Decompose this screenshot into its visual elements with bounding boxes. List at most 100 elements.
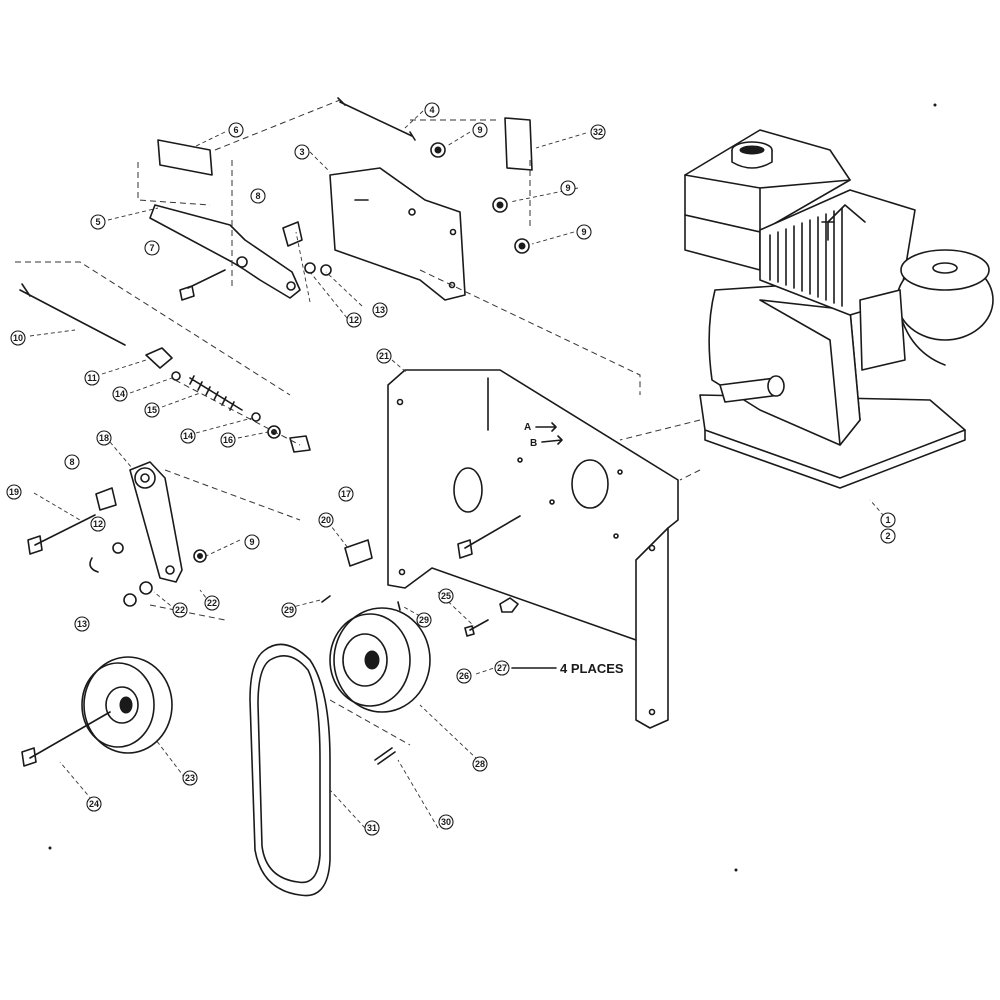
svg-text:25: 25 [441, 591, 451, 601]
callout-26: 26 [456, 668, 472, 684]
callout-32: 32 [590, 124, 606, 140]
svg-text:13: 13 [375, 305, 385, 315]
svg-text:4: 4 [429, 105, 434, 115]
key-30 [374, 747, 396, 765]
pin-4 [337, 97, 416, 141]
svg-text:21: 21 [379, 351, 389, 361]
callout-6: 6 [228, 122, 244, 138]
belt-31 [249, 643, 331, 897]
callout-4: 4 [424, 102, 440, 118]
callout-12-b: 12 [90, 516, 106, 532]
callout-22-a: 22 [172, 602, 188, 618]
spring-15 [189, 375, 243, 411]
svg-text:19: 19 [9, 487, 19, 497]
bolt-19 [27, 514, 96, 555]
bolt-lever [179, 269, 226, 301]
washer-12-b [112, 542, 124, 554]
svg-text:9: 9 [565, 183, 570, 193]
svg-text:7: 7 [149, 243, 154, 253]
callout-9-a: 9 [472, 122, 488, 138]
bracket-3 [329, 167, 466, 301]
svg-text:31: 31 [367, 823, 377, 833]
svg-text:2: 2 [885, 531, 890, 541]
arrow-b [541, 435, 563, 445]
nut-9-a [430, 142, 446, 158]
pulley-28 [329, 607, 431, 713]
pulley-23 [81, 656, 173, 754]
callout-5: 5 [90, 214, 106, 230]
callout-29-b: 29 [416, 612, 432, 628]
svg-text:8: 8 [69, 457, 74, 467]
svg-text:23: 23 [185, 773, 195, 783]
callout-29-a: 29 [281, 602, 297, 618]
callout-25: 25 [438, 588, 454, 604]
svg-text:9: 9 [477, 125, 482, 135]
callout-20: 20 [318, 512, 334, 528]
callout-21: 21 [376, 348, 392, 364]
svg-text:17: 17 [341, 489, 351, 499]
svg-text:28: 28 [475, 759, 485, 769]
nut-26 [499, 597, 519, 613]
svg-text:13: 13 [77, 619, 87, 629]
svg-text:1: 1 [885, 515, 890, 525]
bolt-24 [21, 711, 111, 767]
svg-text:5: 5 [95, 217, 100, 227]
svg-text:29: 29 [419, 615, 429, 625]
bolt-25 [464, 619, 489, 637]
lever-7 [149, 204, 301, 299]
nut-9-c [514, 238, 530, 254]
callout-28: 28 [472, 756, 488, 772]
callout-22-b: 22 [204, 595, 220, 611]
callout-14-b: 14 [180, 428, 196, 444]
svg-text:11: 11 [87, 373, 97, 383]
svg-text:15: 15 [147, 405, 157, 415]
callout-27: 27 [494, 660, 510, 676]
callout-11: 11 [84, 370, 100, 386]
places-annotation: 4 PLACES [560, 661, 624, 676]
callout-18: 18 [96, 430, 112, 446]
washer-13 [320, 264, 332, 276]
callout-15: 15 [144, 402, 160, 418]
label-a: A [524, 422, 531, 433]
callout-12-a: 12 [346, 312, 362, 328]
callout-9-c: 9 [576, 224, 592, 240]
svg-text:26: 26 [459, 671, 469, 681]
svg-text:9: 9 [581, 227, 586, 237]
callout-16: 16 [220, 432, 236, 448]
speck [933, 103, 937, 107]
callout-19: 19 [6, 484, 22, 500]
callout-9-d: 9 [244, 534, 260, 550]
label-b: B [530, 438, 537, 449]
callout-24: 24 [86, 796, 102, 812]
washer-12 [304, 262, 316, 274]
speck [734, 868, 738, 872]
bushing-17 [289, 435, 311, 453]
svg-text:20: 20 [321, 515, 331, 525]
svg-text:32: 32 [593, 127, 603, 137]
callout-13-a: 13 [372, 302, 388, 318]
idler-arm-18 [129, 461, 183, 583]
callout-8-b: 8 [64, 454, 80, 470]
spacer-8-b [95, 487, 117, 511]
callout-2: 2 [880, 528, 896, 544]
svg-text:12: 12 [93, 519, 103, 529]
svg-text:22: 22 [175, 605, 185, 615]
svg-text:14: 14 [115, 389, 125, 399]
knob-11 [145, 347, 173, 369]
clip-29 [321, 595, 331, 603]
spacer-8 [282, 221, 303, 247]
svg-text:24: 24 [89, 799, 99, 809]
callout-9-b: 9 [560, 180, 576, 196]
washer-14-b [251, 412, 261, 422]
svg-text:27: 27 [497, 663, 507, 673]
svg-text:14: 14 [183, 431, 193, 441]
svg-text:10: 10 [13, 333, 23, 343]
svg-text:8: 8 [255, 191, 260, 201]
washer-14-a [171, 371, 181, 381]
svg-text:18: 18 [99, 433, 109, 443]
callout-13-b: 13 [74, 616, 90, 632]
bolt-plate [457, 515, 521, 559]
part-6 [157, 139, 213, 176]
nut-9-b [492, 197, 508, 213]
